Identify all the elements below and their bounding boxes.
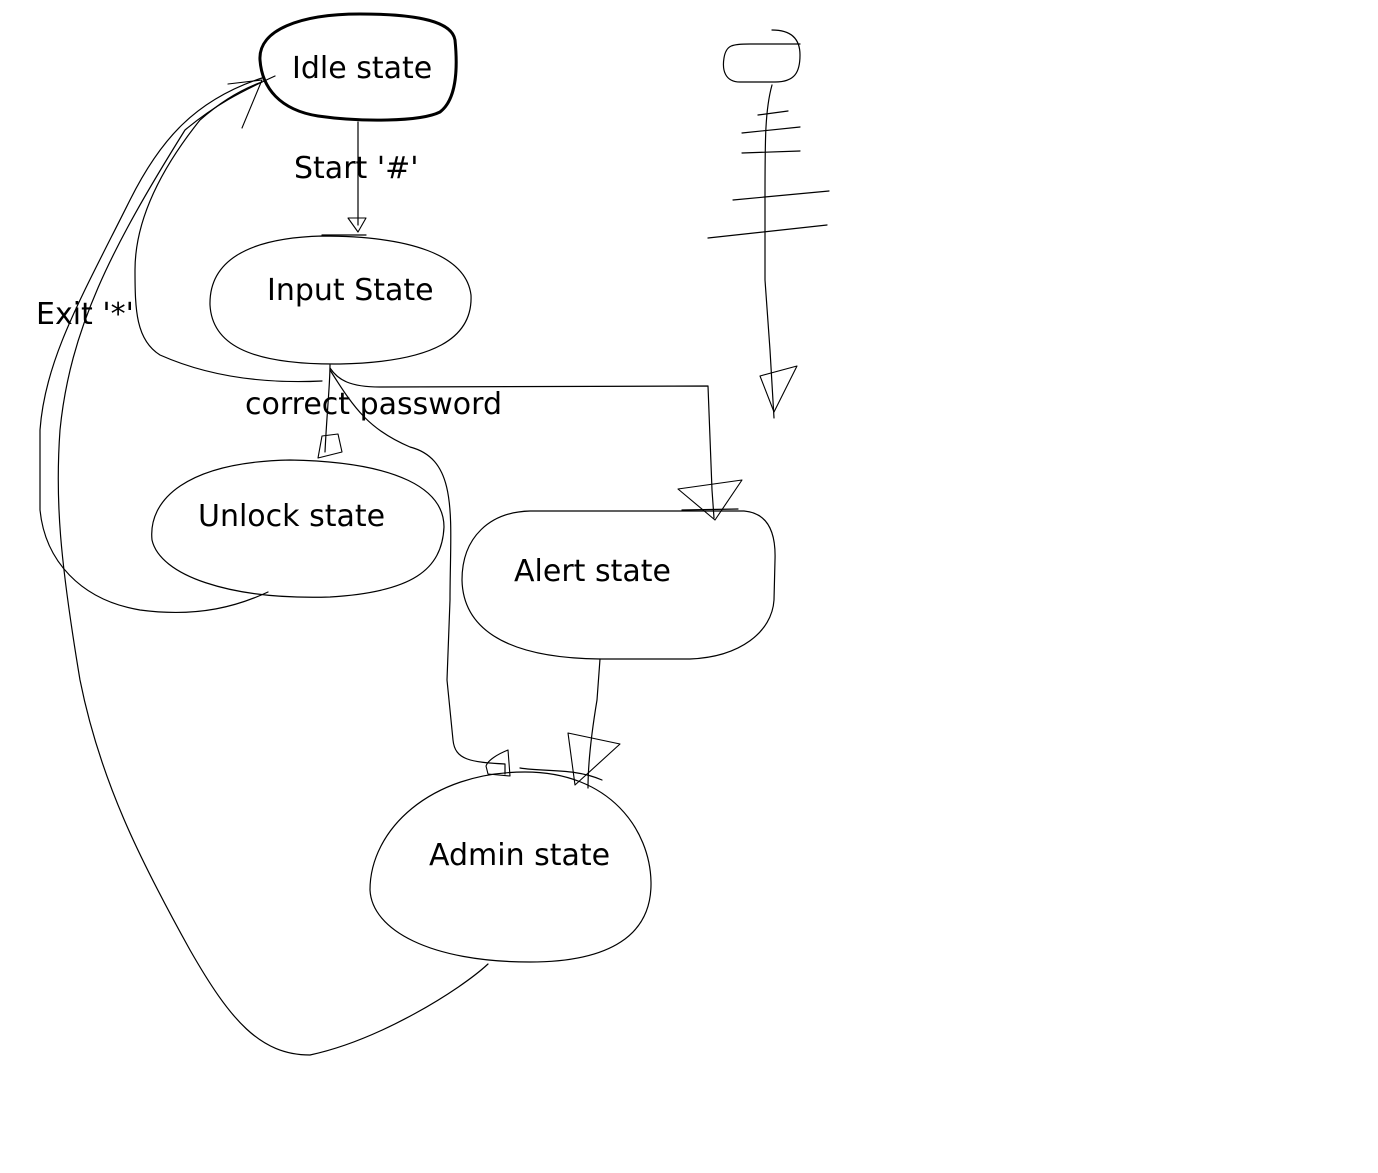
alert-state-label: Alert state (514, 554, 671, 589)
idle-state-label: Idle state (292, 51, 432, 86)
scribble-tick-3 (741, 150, 801, 154)
scribble-arrowhead (759, 365, 798, 413)
idle-to-input-arrowhead (347, 217, 367, 233)
unlock-state-node (151, 459, 445, 598)
scribble-tick-4 (732, 190, 830, 201)
scribble-tick-5 (707, 224, 828, 239)
correct-password-label: correct password (245, 387, 502, 422)
input-state-label: Input State (267, 273, 434, 308)
admin-state-node (369, 771, 652, 963)
input-exit-to-idle-arrow (134, 81, 323, 383)
admin-state-label: Admin state (429, 838, 610, 873)
input-to-unlock-arrowhead (317, 433, 343, 459)
input-to-alert-arrowhead (677, 479, 743, 521)
scribble-rounded-box (722, 29, 801, 83)
idle-state-node (258, 12, 458, 122)
scribble-tick-1 (757, 110, 789, 116)
unlock-state-label: Unlock state (198, 499, 385, 534)
scribble-tick-2 (741, 126, 801, 134)
exit-transition-label: Exit '*' (36, 297, 134, 332)
exit-to-idle-arrowhead (227, 79, 263, 129)
alert-to-admin-arrowhead (567, 732, 621, 786)
unlock-to-idle-arrow (39, 77, 269, 613)
scribble-arrow-shaft (764, 84, 775, 419)
input-to-alert-arrow (329, 367, 715, 519)
admin-to-idle-arrow (57, 75, 489, 1056)
input-to-alert-tick (681, 508, 739, 511)
input-to-admin-arrowhead (485, 749, 511, 777)
input-to-admin-arrow (329, 369, 506, 775)
alert-to-admin-tick (519, 767, 603, 781)
input-to-unlock-arrow (324, 364, 331, 453)
input-state-node (209, 235, 472, 365)
alert-to-admin-arrow (587, 658, 601, 789)
start-transition-label: Start '#' (294, 151, 418, 186)
